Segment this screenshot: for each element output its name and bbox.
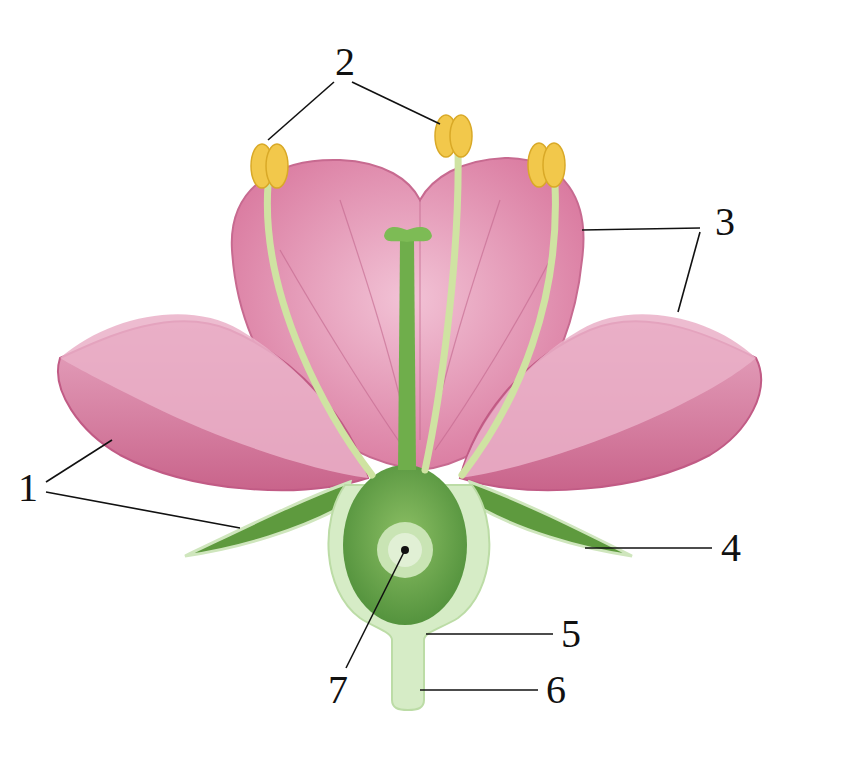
- ovule-halo: [377, 522, 433, 578]
- right-sepal: [470, 482, 632, 556]
- callout-number: 1: [18, 468, 38, 508]
- filament: [425, 150, 458, 470]
- left-sepal: [185, 482, 350, 556]
- callout-number: 2: [335, 42, 355, 82]
- callout-number: 7: [328, 670, 348, 710]
- anther: [528, 143, 565, 187]
- stigma: [384, 227, 432, 242]
- filament: [462, 185, 555, 475]
- ovule: [388, 533, 422, 567]
- callout-number: 3: [715, 202, 735, 242]
- style: [398, 240, 416, 470]
- leader-lines: [46, 82, 712, 690]
- anther: [435, 115, 472, 157]
- right-petal-inner: [460, 314, 756, 478]
- filament: [267, 185, 372, 475]
- callout-number: 6: [546, 670, 566, 710]
- ovary: [343, 465, 467, 625]
- callout-number: 5: [561, 614, 581, 654]
- anther: [251, 144, 288, 188]
- callout-number: 4: [721, 528, 741, 568]
- ovule-dot: [401, 546, 409, 554]
